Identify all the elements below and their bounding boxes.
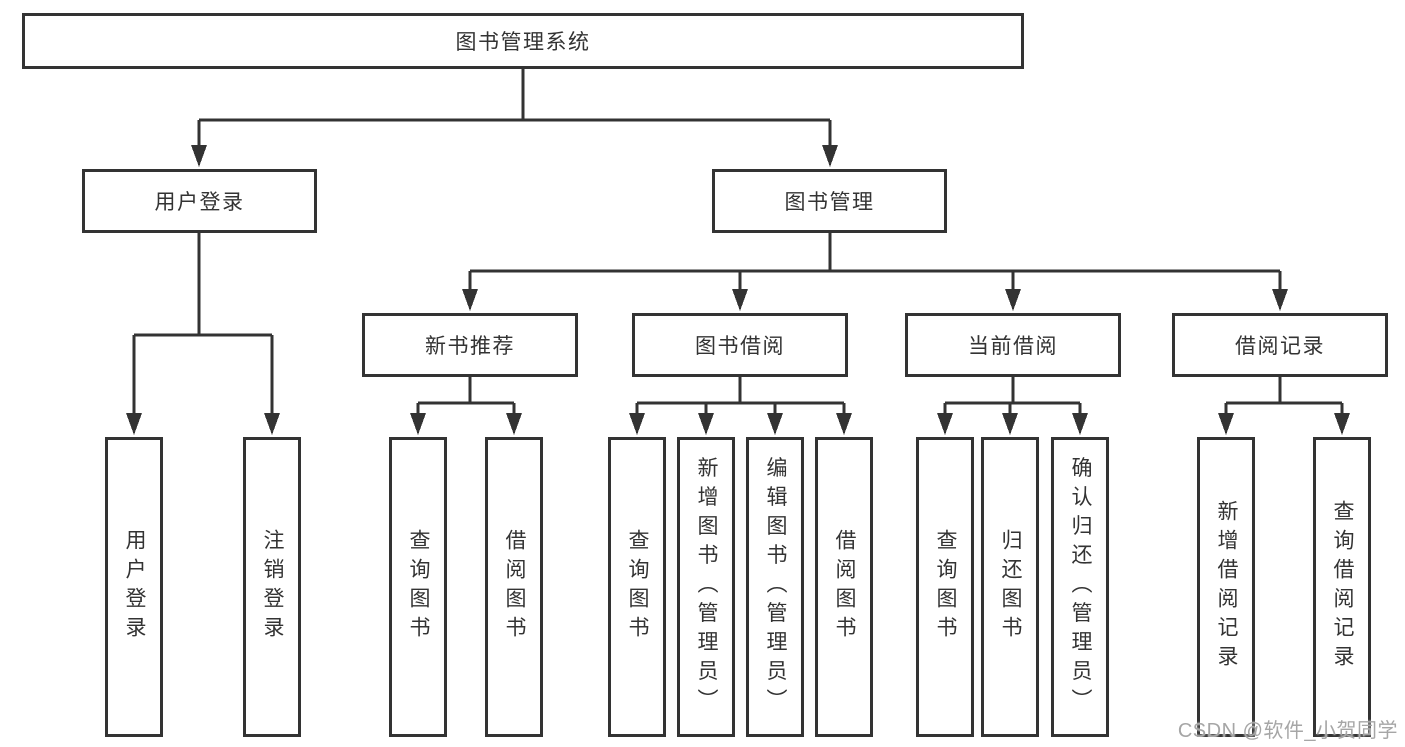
leaf-query-borrow-record: 查询借阅记录 bbox=[1313, 437, 1371, 737]
leaf-return-book: 归还图书 bbox=[981, 437, 1039, 737]
connector-user-login-to-leaves bbox=[126, 232, 280, 435]
leaf-query-books-recommend: 查询图书 bbox=[389, 437, 447, 737]
connector-current-borrow-to-leaves bbox=[937, 377, 1088, 435]
leaf-return-book-label: 归还图书 bbox=[999, 529, 1022, 645]
node-current-borrow-label: 当前借阅 bbox=[968, 335, 1058, 358]
connector-root-to-level2 bbox=[191, 66, 838, 167]
node-borrow-records: 借阅记录 bbox=[1172, 313, 1388, 377]
leaf-user-login: 用户登录 bbox=[105, 437, 163, 737]
leaf-edit-book-admin: 编辑图书（管理员） bbox=[746, 437, 804, 737]
leaf-logout-label: 注销登录 bbox=[261, 529, 284, 645]
leaf-user-login-label: 用户登录 bbox=[123, 529, 146, 645]
leaf-borrow-books-recommend: 借阅图书 bbox=[485, 437, 543, 737]
leaf-add-borrow-record-label: 新增借阅记录 bbox=[1215, 500, 1238, 674]
leaf-confirm-return-admin-label: 确认归还（管理员） bbox=[1069, 456, 1092, 718]
leaf-edit-book-admin-label: 编辑图书（管理员） bbox=[764, 456, 787, 718]
node-current-borrow: 当前借阅 bbox=[905, 313, 1121, 377]
node-book-borrow-label: 图书借阅 bbox=[695, 335, 785, 358]
leaf-query-books-recommend-label: 查询图书 bbox=[407, 529, 430, 645]
leaf-add-book-admin: 新增图书（管理员） bbox=[677, 437, 735, 737]
leaf-borrow-books-label: 借阅图书 bbox=[833, 529, 856, 645]
connector-new-book-recommend-to-leaves bbox=[410, 377, 522, 435]
node-user-login: 用户登录 bbox=[82, 169, 317, 233]
csdn-watermark: CSDN @软件_小贺同学 bbox=[1177, 720, 1398, 742]
leaf-query-books-current: 查询图书 bbox=[916, 437, 974, 737]
leaf-query-books-borrow: 查询图书 bbox=[608, 437, 666, 737]
node-book-management-label: 图书管理 bbox=[784, 191, 875, 214]
node-book-borrow: 图书借阅 bbox=[632, 313, 848, 377]
node-user-login-label: 用户登录 bbox=[154, 191, 245, 214]
node-root-system: 图书管理系统 bbox=[22, 13, 1024, 69]
connector-borrow-records-to-leaves bbox=[1218, 377, 1350, 435]
node-root-system-label: 图书管理系统 bbox=[455, 31, 591, 54]
leaf-borrow-books: 借阅图书 bbox=[815, 437, 873, 737]
leaf-borrow-books-recommend-label: 借阅图书 bbox=[503, 529, 526, 645]
connector-book-borrow-to-leaves bbox=[629, 377, 852, 435]
leaf-add-book-admin-label: 新增图书（管理员） bbox=[695, 456, 718, 718]
leaf-query-books-current-label: 查询图书 bbox=[934, 529, 957, 645]
connector-book-management-to-level3 bbox=[462, 233, 1288, 311]
leaf-logout: 注销登录 bbox=[243, 437, 301, 737]
leaf-query-borrow-record-label: 查询借阅记录 bbox=[1331, 500, 1354, 674]
node-new-book-recommend-label: 新书推荐 bbox=[425, 335, 515, 358]
leaf-query-books-borrow-label: 查询图书 bbox=[626, 529, 649, 645]
node-book-management: 图书管理 bbox=[712, 169, 947, 233]
leaf-confirm-return-admin: 确认归还（管理员） bbox=[1051, 437, 1109, 737]
node-new-book-recommend: 新书推荐 bbox=[362, 313, 578, 377]
leaf-add-borrow-record: 新增借阅记录 bbox=[1197, 437, 1255, 737]
node-borrow-records-label: 借阅记录 bbox=[1235, 335, 1325, 358]
